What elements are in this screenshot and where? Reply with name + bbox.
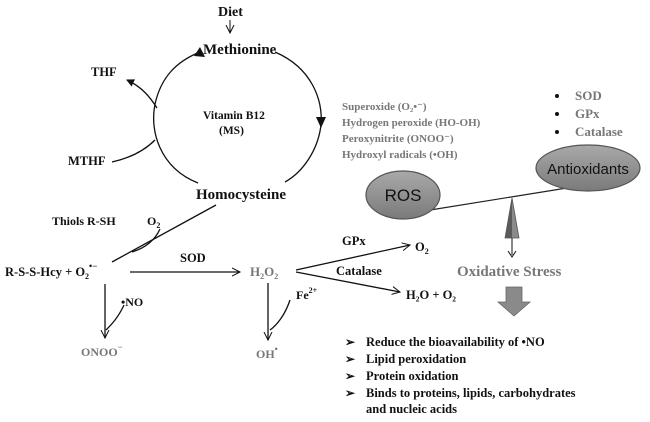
fe-join-curve [269,299,291,331]
no-label: •NO [121,295,143,309]
cycle-arrowhead-right [316,117,326,128]
mthf-label: MTHF [68,154,106,168]
effects-list: ➢ Reduce the bioavailability of •NO ➢ Li… [345,335,576,416]
effect-item: Lipid peroxidation [366,352,466,366]
oxidative-stress-label: Oxidative Stress [457,264,561,280]
enzyme-item: GPx [575,106,600,121]
cycle-arc-right [274,51,322,126]
thf-label: THF [91,65,117,79]
bullet-icon [555,94,559,98]
rssh-label: R-S-S-Hcy + O2•− [5,261,97,281]
fulcrum-arrowhead [507,250,517,258]
ros-list-item: Superoxide (O₂•⁻) [342,101,427,113]
catalase-label: Catalase [336,264,382,278]
effect-item: and nucleic acids [366,402,457,416]
water-oxygen-label: H₂O + O₂ [406,288,456,302]
effect-item: Binds to proteins, lipids, carbohydrates [366,386,576,400]
gpx-o2-label: O2 [415,240,429,256]
sod-label: SOD [180,251,206,265]
fe-label: Fe2+ [296,286,318,302]
cycle-arc-left [153,51,201,184]
ros-list-item: Hydrogen peroxide (HO-OH) [342,117,481,129]
chevron-right-icon: ➢ [345,335,356,349]
homocysteine-label: Homocysteine [196,187,286,203]
enzyme-list: SOD GPx Catalase [555,88,623,139]
bullet-icon [555,130,559,134]
h2o2-label: H2O2 [250,264,278,281]
antioxidants-label: Antioxidants [547,161,629,178]
thf-arrow [126,79,158,109]
diet-label: Diet [218,5,243,20]
chevron-right-icon: ➢ [345,352,356,366]
o2-top-label: O2 [147,214,160,230]
ros-list-item: Hydroxyl radicals (•OH) [342,149,458,161]
no-join-curve [105,304,125,331]
enzyme-item: SOD [575,88,602,103]
bullet-icon [555,112,559,116]
effect-item: Reduce the bioavailability of •NO [366,335,545,349]
ros-label: ROS [385,186,422,205]
cycle-arrowhead-left [194,47,205,57]
ros-ellipse [365,170,441,220]
methionine-label: Methionine [203,42,277,58]
cycle-arc-right-lower [284,124,322,183]
fulcrum-shade [505,198,512,238]
homocysteine-to-superoxide-line [111,204,217,263]
ros-list-item: Peroxynitrite (ONOO⁻) [342,133,454,145]
chevron-right-icon: ➢ [345,386,356,400]
oh-label: OH• [256,344,278,361]
enzyme-item: Catalase [575,124,623,139]
gpx-arrow [295,245,410,271]
catalase-arrow [295,271,400,292]
down-arrow-icon [496,286,532,317]
vitamin-b12-label: Vitamin B12 [203,110,265,122]
ros-list: Superoxide (O₂•⁻) Hydrogen peroxide (HO-… [342,101,481,161]
mthf-line [111,139,156,163]
onoo-label: ONOO− [81,342,123,359]
antioxidants-ellipse [535,144,641,192]
chevron-right-icon: ➢ [345,369,356,383]
effect-item: Protein oxidation [366,369,459,383]
thiols-label: Thiols R-SH [52,214,116,228]
o2-join-curve [131,228,161,253]
gpx-label: GPx [342,234,366,248]
ms-label: (MS) [219,125,244,137]
